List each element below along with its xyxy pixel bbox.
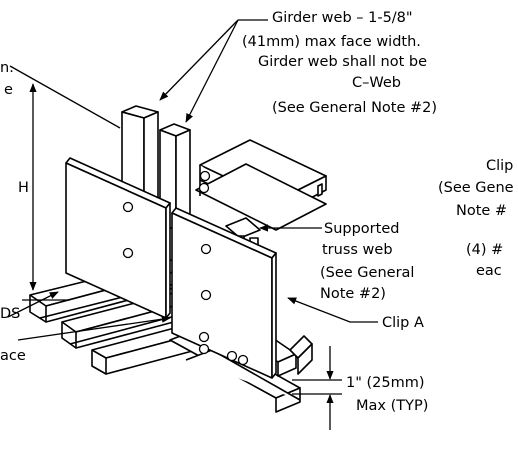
girder-leader-1: [159, 19, 239, 101]
screws-note-line-2: eac: [476, 263, 502, 279]
girder-note-line-5: (See General Note #2): [272, 100, 437, 116]
screw: [198, 182, 210, 194]
screw: [237, 354, 249, 366]
clip-b-line-2: (See Gene: [438, 180, 514, 196]
clip-a-plate: [171, 207, 277, 379]
girder-note-line-4: C–Web: [352, 75, 401, 91]
left-fragment-ds: DS: [0, 306, 20, 322]
screws-note-line-1: (4) #: [466, 242, 503, 258]
gap-dimension-line-1: 1" (25mm): [346, 375, 425, 391]
top-chord-c-section: [195, 139, 327, 231]
short-stub-member: [289, 335, 313, 375]
girder-note-line-3: Girder web shall not be: [258, 54, 427, 70]
supported-web-line-2: truss web: [322, 242, 393, 258]
screws: [122, 170, 249, 366]
height-label: H: [18, 180, 29, 196]
h-extension-top: [9, 65, 121, 129]
ace-leader: [17, 315, 171, 341]
supported-web-line-3: (See General: [320, 265, 414, 281]
supported-web-line-1: Supported: [324, 221, 399, 237]
screw: [198, 343, 210, 355]
screw: [200, 289, 212, 301]
girder-note-line-2: (41mm) max face width.: [242, 34, 421, 50]
supported-web-line-4: Note #2): [320, 286, 386, 302]
screw: [199, 170, 211, 182]
left-fragment-e: e: [4, 82, 13, 98]
gap-dimension-line-2: Max (TYP): [356, 398, 428, 414]
left-fragment-n: n.: [0, 60, 14, 76]
labels: Girder web – 1-5/8" (41mm) max face widt…: [0, 10, 514, 414]
ds-leader: [7, 291, 59, 318]
girder-note-line-1: Girder web – 1-5/8": [272, 10, 413, 26]
screw: [226, 350, 238, 362]
screw: [198, 331, 210, 343]
screw: [200, 243, 212, 255]
left-fragment-ace: ace: [0, 348, 26, 364]
clip-b-line-1: Clip: [486, 158, 513, 174]
girder-leader-2: [185, 19, 239, 123]
clip-a-label: Clip A: [382, 315, 424, 331]
screw: [122, 247, 134, 259]
clip-b-line-3: Note #: [456, 203, 507, 219]
clip-a-leader: [287, 297, 378, 323]
screw: [122, 201, 134, 213]
